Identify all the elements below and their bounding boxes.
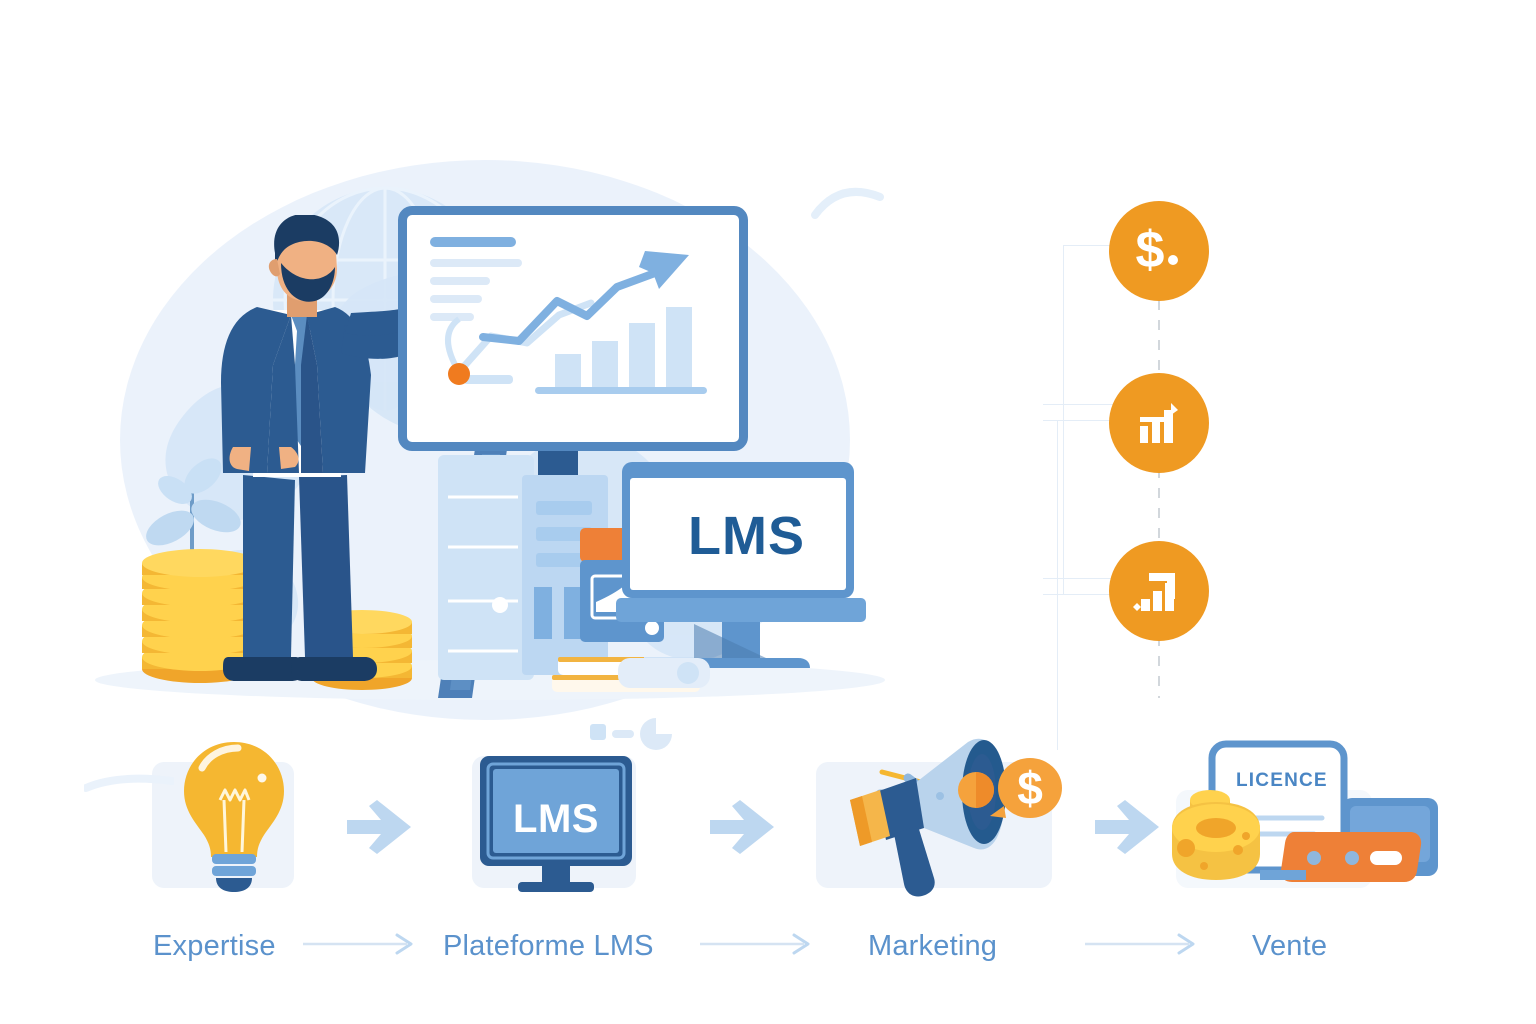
rail-branch-3b: [1043, 594, 1168, 595]
floating-decor-icons: [590, 718, 672, 750]
arrow-right-thin-icon-3: [1085, 933, 1195, 955]
step-label-marketing: Marketing: [868, 930, 998, 962]
keyboard-decor: [618, 658, 710, 688]
background-server-docs: [438, 455, 608, 680]
licence-document-text: LICENCE: [1236, 770, 1328, 791]
hero-lms-monitor: [616, 462, 866, 668]
arrow-right-icon-3: [1095, 800, 1159, 854]
arrow-right-icon-2: [710, 800, 774, 854]
rail-dash-3: [1158, 636, 1160, 698]
svg-text:$: $: [1136, 221, 1165, 279]
rail-branch-2a: [1043, 404, 1168, 405]
licence-document-icon[interactable]: [1164, 740, 1454, 890]
hero-lms-label: LMS: [688, 506, 805, 566]
step-strip-wisp-left: [84, 774, 174, 792]
coin-stack-left: [142, 549, 258, 683]
monitor-lms-icon[interactable]: [478, 756, 634, 894]
rail-node-bar-chart[interactable]: [1109, 373, 1209, 473]
bar-chart-icon: [1140, 403, 1178, 443]
rail-branch-2b: [1043, 420, 1168, 421]
rail-spine-lower: [1057, 420, 1058, 750]
rail-dash-1: [1158, 300, 1160, 384]
rail-node-dollar[interactable]: $: [1109, 201, 1209, 301]
presenter-figure: [221, 215, 425, 681]
step-monitor-lms-text: LMS: [513, 797, 599, 841]
background-wisp-right: [811, 187, 884, 219]
board-chart: [430, 237, 707, 394]
lightbulb-icon[interactable]: [178, 738, 290, 894]
rail-node-growth-chart[interactable]: [1109, 541, 1209, 641]
growth-chart-icon: [1133, 573, 1175, 611]
svg-text:$: $: [1017, 762, 1043, 814]
rail-dash-2: [1158, 468, 1160, 552]
rail-branch-3a: [1043, 578, 1168, 579]
arrow-right-icon-1: [347, 800, 411, 854]
step-label-expertise: Expertise: [153, 930, 276, 962]
arrow-right-thin-icon-1: [303, 933, 413, 955]
plant-decor-icon: [146, 458, 241, 600]
step-label-vente: Vente: [1252, 930, 1328, 962]
megaphone-icon[interactable]: $: [816, 728, 1066, 898]
arrow-right-thin-icon-2: [700, 933, 810, 955]
dollar-sign-icon: $: [1136, 221, 1178, 279]
step-label-plateforme: Plateforme LMS: [443, 930, 654, 962]
